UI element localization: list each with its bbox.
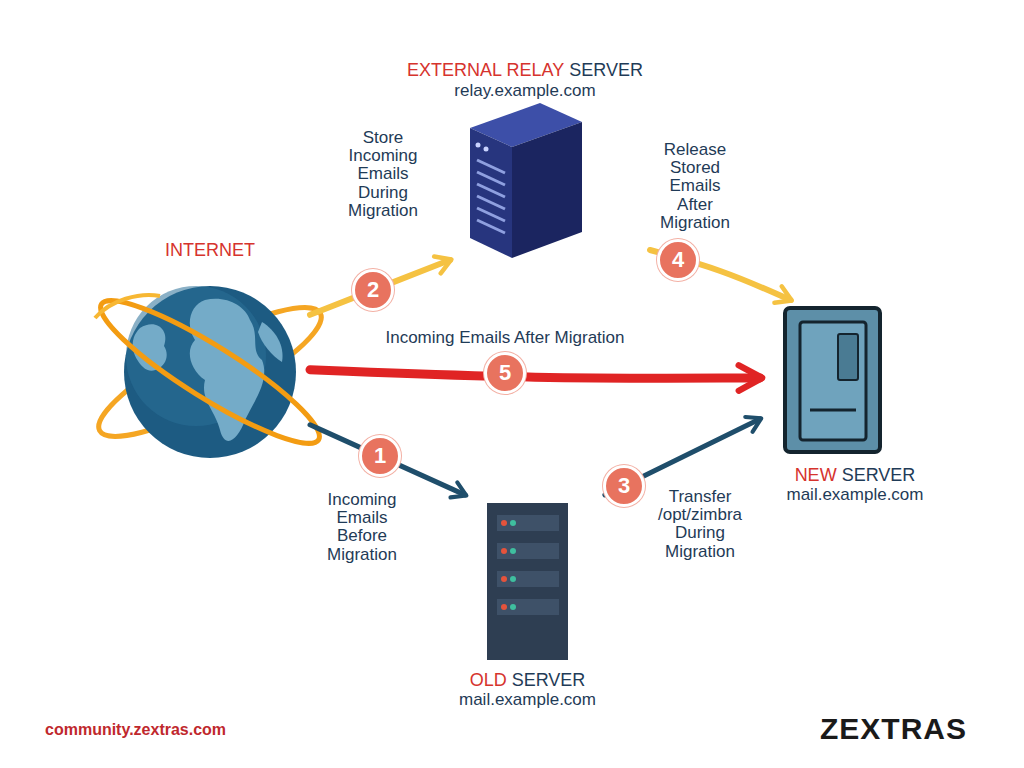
callout-number: 5 [484,352,526,394]
node-label: OLDSERVERmail.example.com [459,670,596,710]
node-text: SERVER [512,670,586,690]
node-label: NEWSERVERmail.example.com [787,465,924,505]
edge-label: Store Incoming Emails During Migration [337,128,429,221]
flow-arrow [310,370,760,378]
node-text: SERVER [569,60,643,80]
relay-server-node: EXTERNAL RELAYSERVERrelay.example.com [400,60,650,260]
label-line: NEWSERVER [787,465,924,486]
new-server-node: NEWSERVERmail.example.com [760,300,950,505]
internet-globe-node: INTERNET [110,240,310,460]
label-line: OLDSERVER [459,670,596,691]
edge-label: Transfer /opt/zimbra During Migration [649,487,751,562]
node-text: relay.example.com [454,81,595,100]
flow-arrow [310,260,450,315]
edge-label: Incoming Emails After Migration [340,328,670,348]
label-line: EXTERNAL RELAYSERVER [407,60,643,81]
new-server-icon [785,308,880,452]
node-label: EXTERNAL RELAYSERVERrelay.example.com [407,60,643,100]
flow-arrow [310,425,465,495]
old-server-icon [487,503,568,660]
node-heading: EXTERNAL RELAY [407,60,564,80]
old-server-node: OLDSERVERmail.example.com [420,495,635,710]
label-line: INTERNET [165,240,255,261]
node-text: mail.example.com [787,485,924,504]
label-line: mail.example.com [459,690,596,710]
edge-label: Release Stored Emails After Migration [649,140,741,233]
callout-number: 2 [352,269,394,311]
site-url: community.zextras.com [45,721,226,739]
relay-server-icon [470,103,582,258]
label-line: mail.example.com [787,485,924,505]
node-text: mail.example.com [459,690,596,709]
callout-number: 1 [359,435,401,477]
node-heading: INTERNET [165,240,255,260]
callout-number: 3 [603,465,645,507]
edge-label: Incoming Emails Before Migration [316,490,408,565]
label-line: relay.example.com [407,81,643,101]
brand-logo: ZEXTRAS [820,712,967,746]
node-heading: OLD [470,670,507,690]
node-heading: NEW [795,465,837,485]
node-text: SERVER [842,465,916,485]
globe-icon [86,282,335,462]
callout-number: 4 [657,239,699,281]
node-label: INTERNET [165,240,255,261]
